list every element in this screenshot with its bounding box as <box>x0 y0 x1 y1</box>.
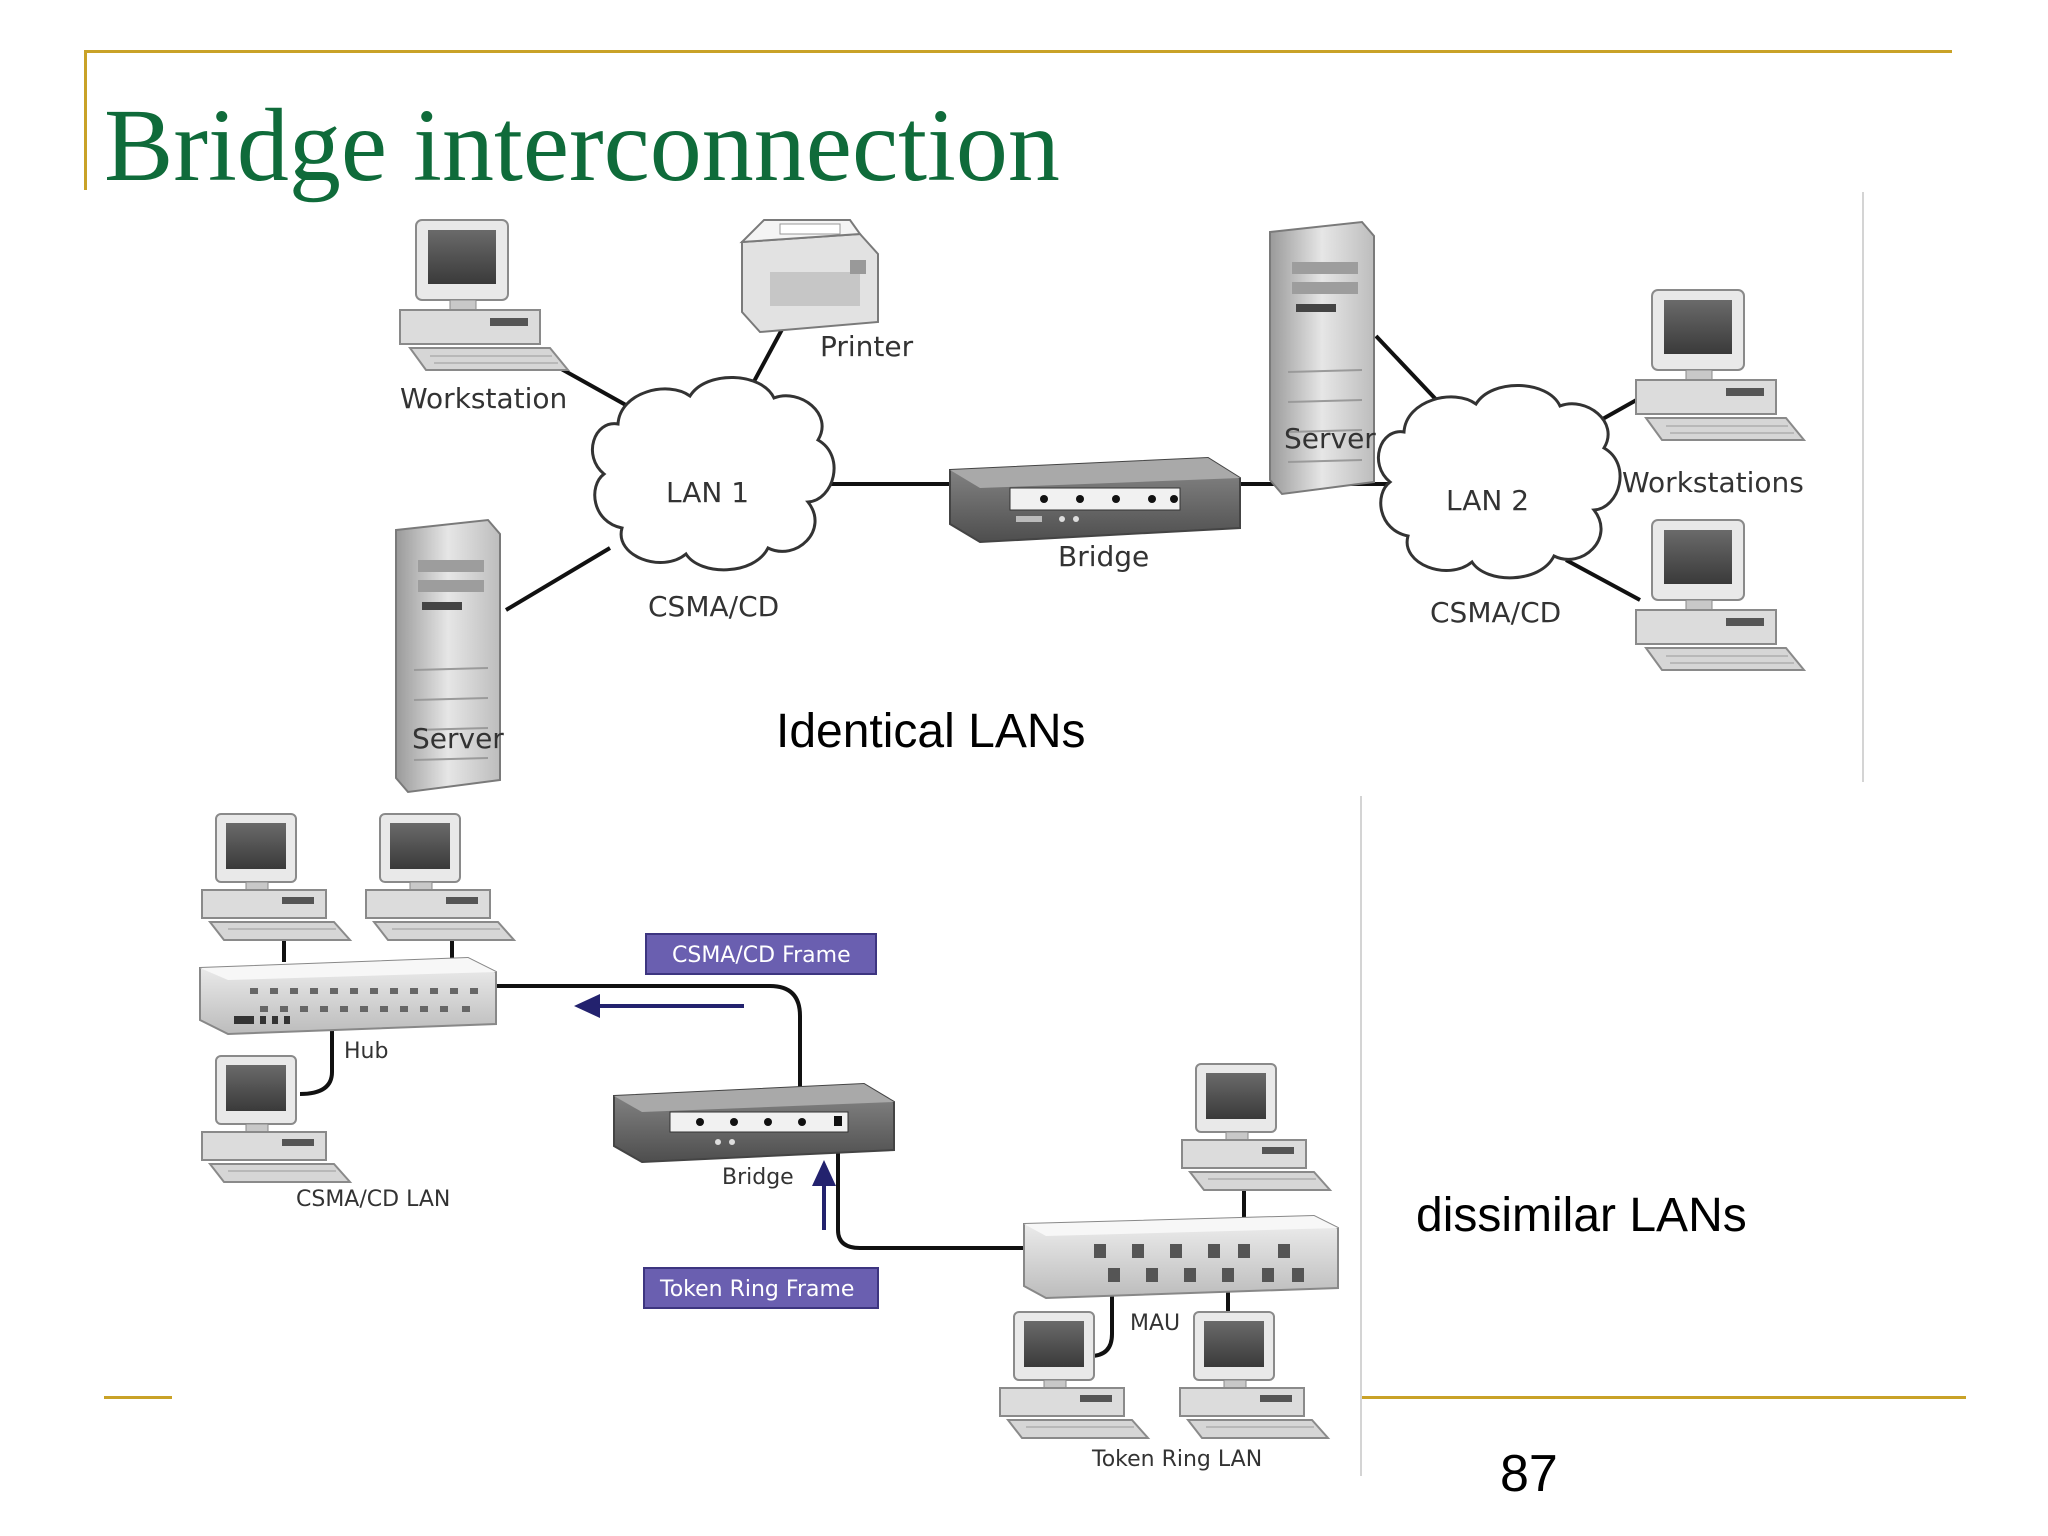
identical-lans-caption: Identical LANs <box>776 705 1086 758</box>
printer-device <box>739 219 879 334</box>
left-rule <box>84 50 87 190</box>
slide-title: Bridge interconnection <box>104 88 1060 203</box>
bottom-figure-edge <box>1360 796 1362 1476</box>
workstations-label: Workstations <box>1622 466 1804 499</box>
lan2-label: LAN 2 <box>1446 484 1529 517</box>
bottom-bridge-device <box>613 1082 895 1164</box>
page-number: 87 <box>1500 1445 1558 1503</box>
token-ring-frame-arrow <box>812 1160 836 1230</box>
csma-frame-arrow <box>574 994 744 1018</box>
token-ring-computer-left <box>999 1311 1149 1439</box>
csma-lan-label: CSMA/CD LAN <box>296 1187 450 1212</box>
dissimilar-lans-caption: dissimilar LANs <box>1416 1189 1747 1242</box>
bottom-rule-right <box>1362 1396 1966 1399</box>
hub-device <box>199 956 497 1036</box>
bridge-device <box>949 456 1241 544</box>
workstation-label: Workstation <box>400 382 567 415</box>
bottom-rule-left <box>104 1396 172 1399</box>
server-left-label: Server <box>412 722 504 755</box>
hub-computer-3 <box>201 1055 351 1183</box>
top-figure-edge <box>1862 192 1864 782</box>
hub-computer-1 <box>201 813 351 941</box>
printer-label: Printer <box>820 330 914 363</box>
lan1-cloud <box>591 376 836 572</box>
csma-frame-box <box>645 933 877 975</box>
csma-left-label: CSMA/CD <box>648 590 779 623</box>
token-ring-lan-label: Token Ring LAN <box>1091 1447 1262 1472</box>
token-ring-computer-right <box>1179 1311 1329 1439</box>
server-right-label: Server <box>1284 422 1376 455</box>
bottom-bridge-label: Bridge <box>722 1165 794 1190</box>
identical-lans-diagram: Workstation Printer LAN 1 CSMA/CD Server… <box>395 219 1805 793</box>
csma-right-label: CSMA/CD <box>1430 596 1561 629</box>
top-rule <box>84 50 1952 53</box>
lan2-cloud <box>1377 384 1622 580</box>
bridge-label: Bridge <box>1058 540 1149 573</box>
lan1-label: LAN 1 <box>666 476 749 509</box>
hub-label: Hub <box>344 1039 388 1064</box>
csma-frame-label: CSMA/CD Frame <box>672 943 851 968</box>
token-frame-box <box>643 1267 879 1309</box>
token-frame-label: Token Ring Frame <box>659 1277 854 1302</box>
mau-label: MAU <box>1130 1311 1180 1336</box>
hub-computer-2 <box>365 813 515 941</box>
mau-device <box>1023 1214 1339 1300</box>
token-ring-computer-top <box>1181 1063 1331 1191</box>
